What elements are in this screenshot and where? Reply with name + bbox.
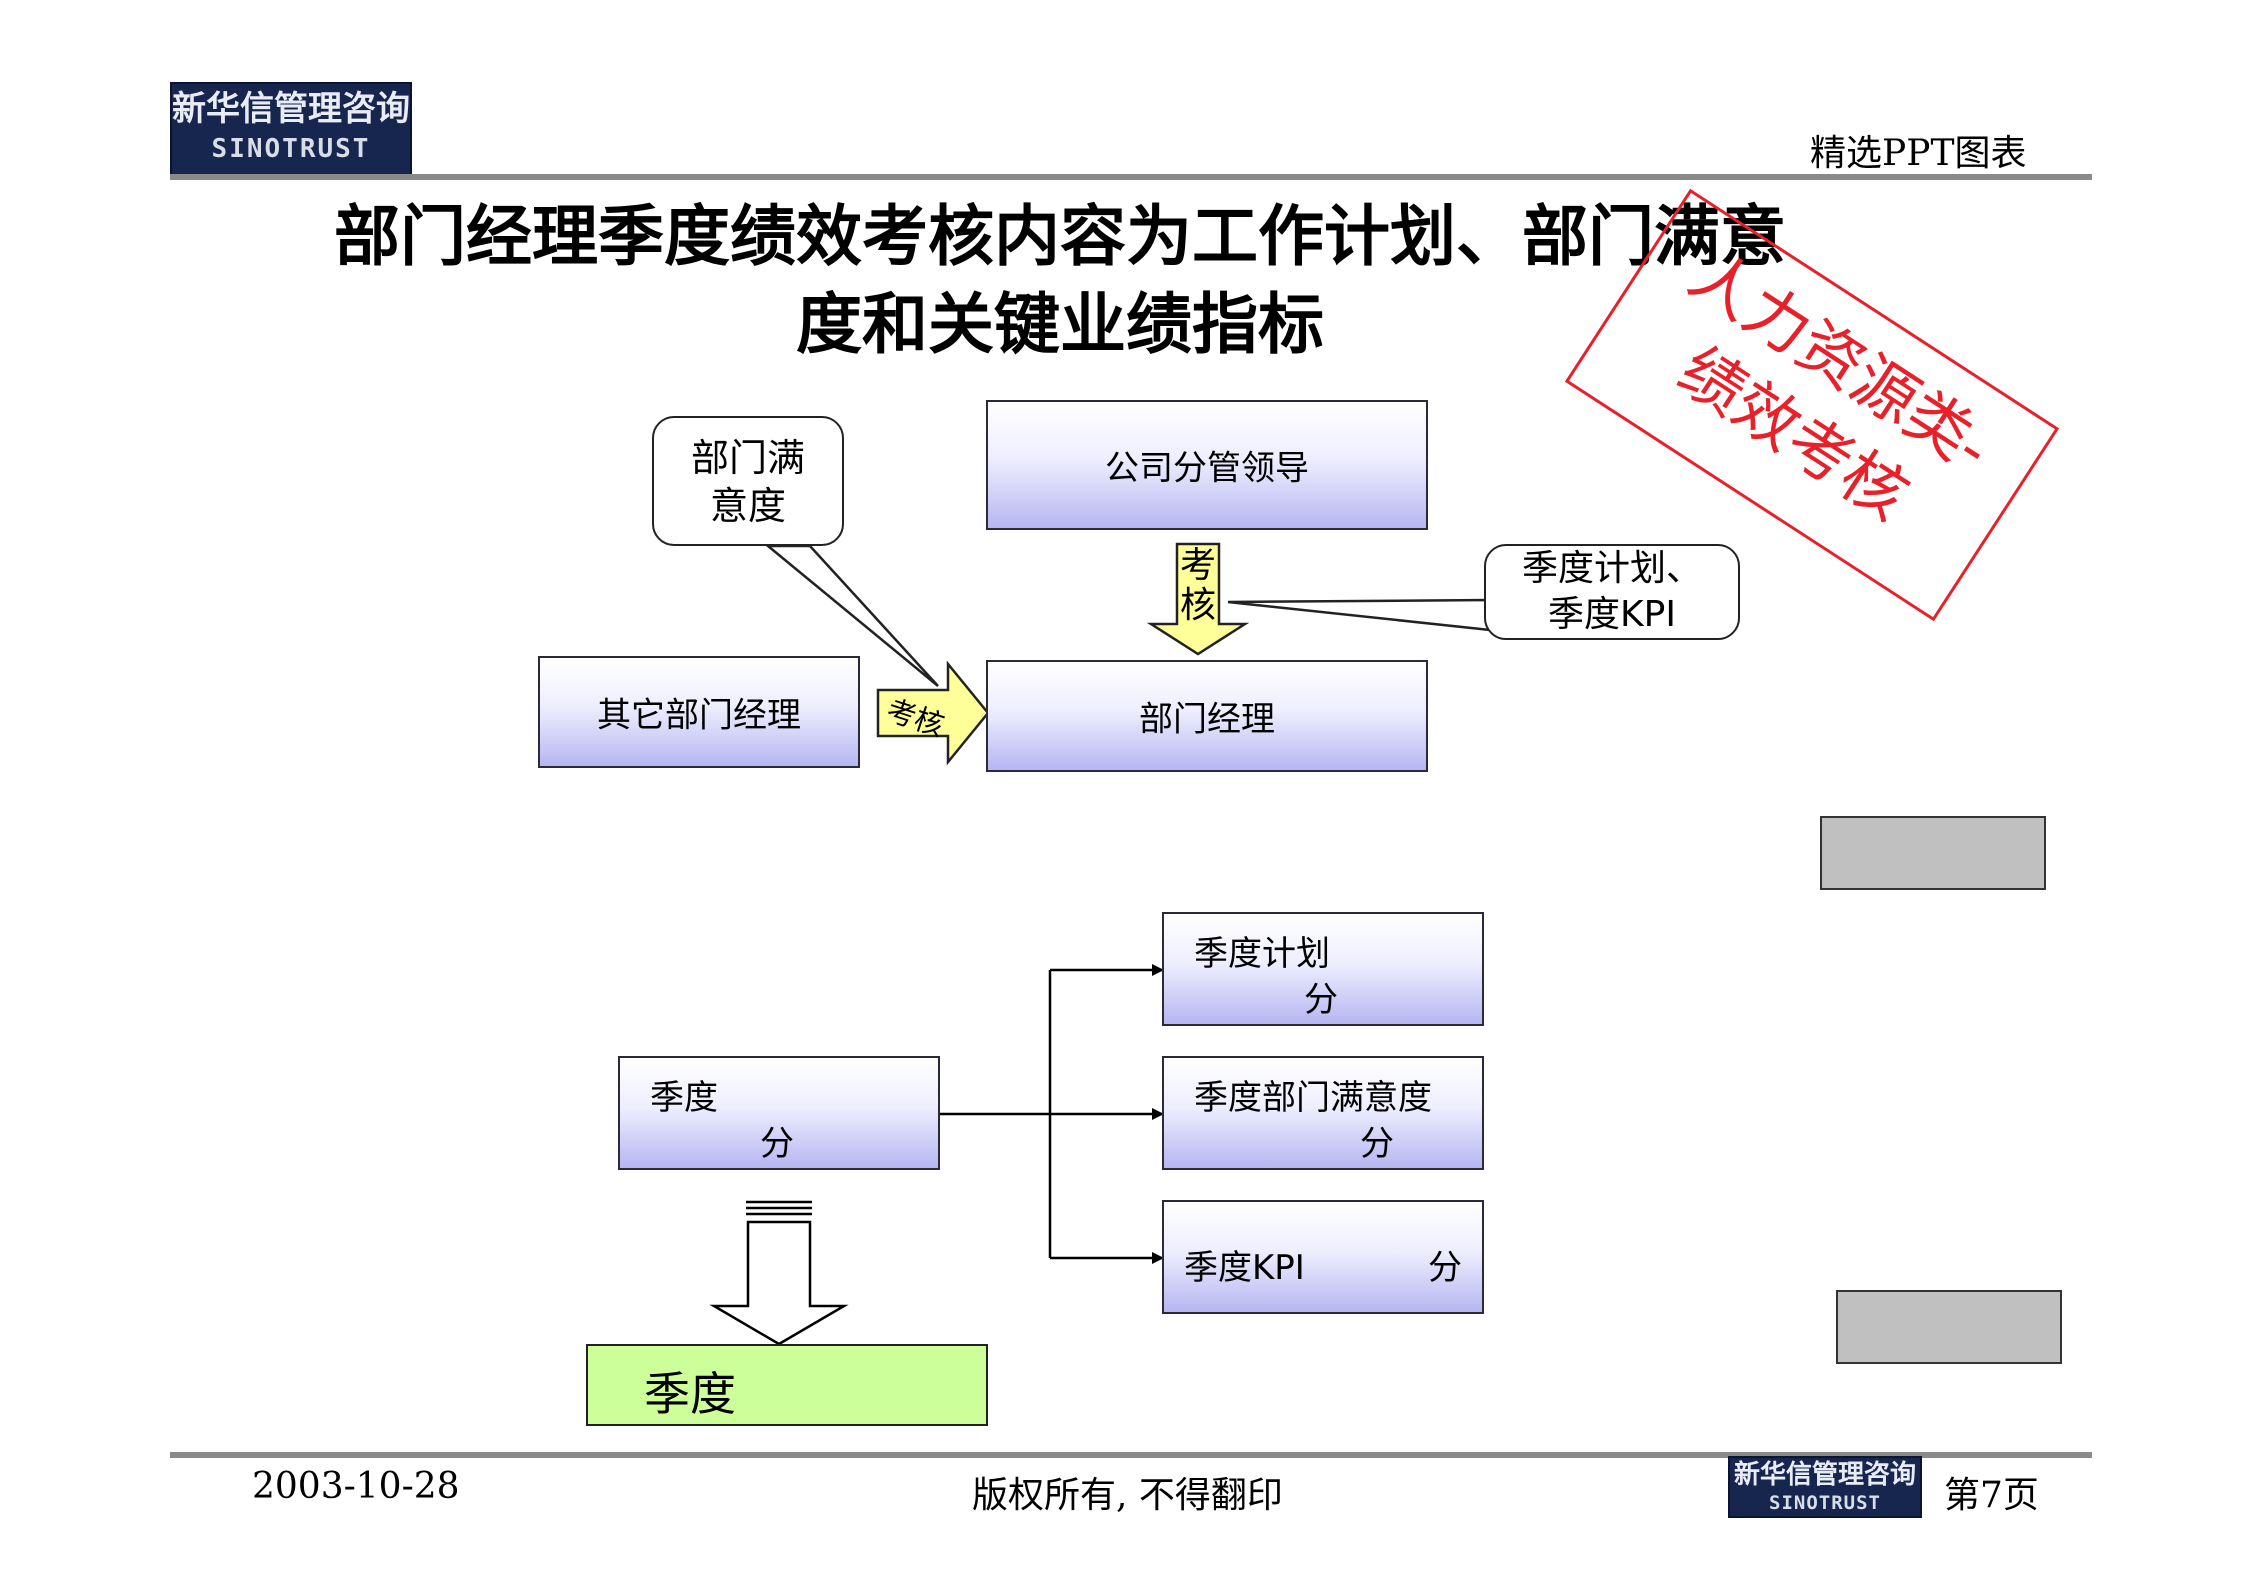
footer-date: 2003-10-28 <box>252 1466 460 1507</box>
header-tag: 精选PPT图表 <box>1810 133 2027 174</box>
result-down-arrow <box>709 1200 849 1346</box>
leader-box: 公司分管领导 <box>986 400 1428 530</box>
assess-right-arrow <box>876 660 990 766</box>
footer-copyright: 版权所有, 不得翻印 <box>972 1475 1283 1516</box>
footer-logo: 新华信管理咨询 SINOTRUST <box>1728 1456 1922 1518</box>
footer-logo-cn: 新华信管理咨询 <box>1733 1460 1916 1490</box>
page-title-line2: 度和关键业绩指标 <box>796 285 1324 363</box>
other-managers-box: 其它部门经理 <box>538 656 860 768</box>
header-logo-en: SINOTRUST <box>211 134 371 164</box>
header-rule <box>170 174 2092 180</box>
callout-plan-kpi: 季度计划、 季度KPI <box>1484 544 1740 640</box>
footer-page-number: 第7页 <box>1944 1475 2039 1516</box>
callout-plan-pointer <box>1227 598 1492 632</box>
manager-box: 部门经理 <box>986 660 1428 772</box>
kpi-score-box: 季度KPI 分 <box>1162 1200 1484 1314</box>
assess-vertical-label: 考 核 <box>1179 545 1216 626</box>
callout-satisfaction-pointer <box>764 544 939 687</box>
page-title-line1: 部门经理季度绩效考核内容为工作计划、部门满意 <box>334 197 1786 275</box>
satisfaction-score-box: 季度部门满意度 分 <box>1162 1056 1484 1170</box>
footer-logo-en: SINOTRUST <box>1769 1492 1881 1514</box>
result-box: 季度 <box>586 1344 988 1426</box>
header-logo-cn: 新华信管理咨询 <box>172 89 410 129</box>
page-title: 部门经理季度绩效考核内容为工作计划、部门满意 度和关键业绩指标 <box>170 192 1950 368</box>
header-logo: 新华信管理咨询 SINOTRUST <box>170 82 412 176</box>
assess-down-arrow <box>1146 542 1250 656</box>
callout-satisfaction: 部门满 意度 <box>652 416 844 546</box>
quarter-score-box: 季度 分 <box>618 1056 940 1170</box>
placeholder-box-1 <box>1820 816 2046 890</box>
placeholder-box-2 <box>1836 1290 2062 1364</box>
plan-score-box: 季度计划 分 <box>1162 912 1484 1026</box>
footer-rule <box>170 1452 2092 1458</box>
